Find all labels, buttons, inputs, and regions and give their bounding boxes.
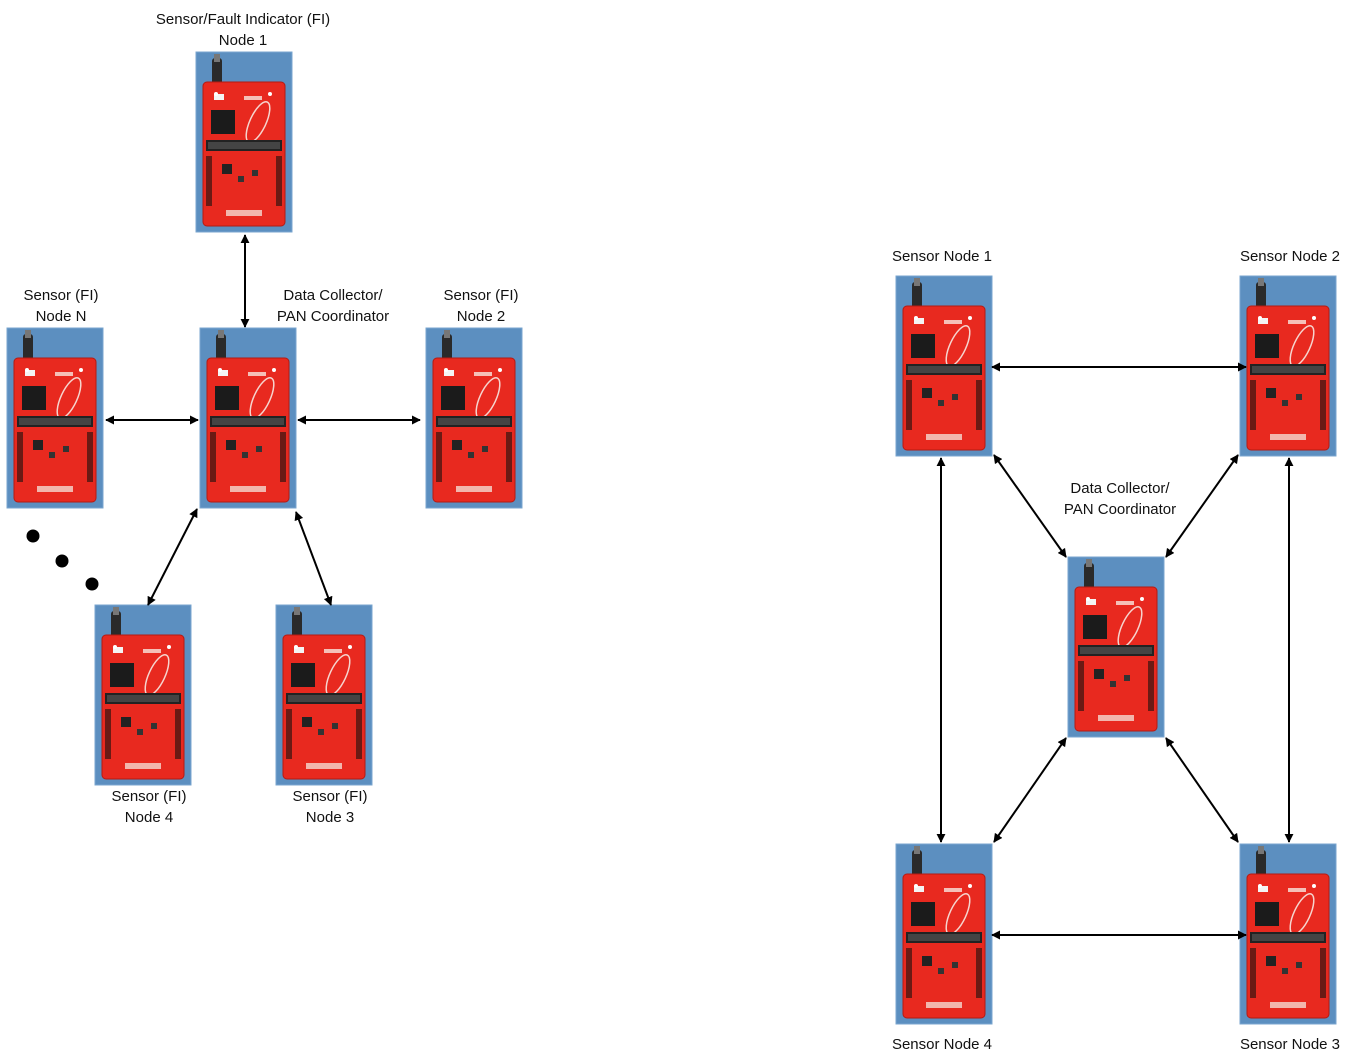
label-mesh-node-4: Sensor Node 4 bbox=[892, 1034, 992, 1055]
label-star-node-1: Sensor/Fault Indicator (FI) Node 1 bbox=[156, 9, 330, 51]
board-mesh-coordinator bbox=[1067, 556, 1165, 738]
label-line: Node N bbox=[35, 308, 87, 325]
board-star-node-4 bbox=[94, 604, 192, 786]
label-line: Node 1 bbox=[218, 32, 268, 49]
board-mesh-node-4 bbox=[895, 843, 993, 1025]
label-line: Sensor (FI) bbox=[292, 788, 368, 805]
board-star-node-2 bbox=[425, 327, 523, 509]
link-mesh-node1-coordinator bbox=[993, 454, 1067, 558]
label-line: Sensor (FI) bbox=[23, 287, 99, 304]
label-line: Node 2 bbox=[456, 308, 506, 325]
board-star-node-1 bbox=[195, 51, 293, 233]
link-star-coordinator-node3 bbox=[294, 511, 333, 606]
board-star-node-n bbox=[6, 327, 104, 509]
label-star-node-3: Sensor (FI) Node 3 bbox=[292, 786, 367, 828]
label-mesh-node-2: Sensor Node 2 bbox=[1240, 246, 1340, 267]
label-line: Node 3 bbox=[305, 809, 355, 826]
ellipsis-dots bbox=[26, 529, 99, 591]
label-mesh-coordinator: Data Collector/ PAN Coordinator bbox=[1064, 478, 1176, 520]
board-mesh-node-3 bbox=[1239, 843, 1337, 1025]
label-star-node-4: Sensor (FI) Node 4 bbox=[111, 786, 186, 828]
board-star-node-3 bbox=[275, 604, 373, 786]
board-mesh-node-2 bbox=[1239, 275, 1337, 457]
label-mesh-node-3: Sensor Node 3 bbox=[1240, 1034, 1340, 1055]
label-star-coordinator: Data Collector/ PAN Coordinator bbox=[277, 285, 389, 327]
label-line: Sensor Node 4 bbox=[891, 1036, 993, 1053]
label-star-node-n: Sensor (FI) Node N bbox=[23, 285, 98, 327]
label-line: PAN Coordinator bbox=[276, 308, 390, 325]
label-line: Node 4 bbox=[124, 809, 174, 826]
label-line: Sensor (FI) bbox=[111, 788, 187, 805]
label-line: Sensor Node 3 bbox=[1239, 1036, 1341, 1053]
label-star-node-2: Sensor (FI) Node 2 bbox=[443, 285, 518, 327]
label-line: Data Collector/ bbox=[283, 287, 383, 304]
label-line: Data Collector/ bbox=[1070, 480, 1170, 497]
link-mesh-node2-coordinator bbox=[1165, 454, 1239, 558]
board-mesh-node-1 bbox=[895, 275, 993, 457]
label-mesh-node-1: Sensor Node 1 bbox=[892, 246, 992, 267]
label-line: Sensor Node 2 bbox=[1239, 248, 1341, 265]
link-star-coordinator-node4 bbox=[147, 508, 198, 606]
link-mesh-coordinator-node4 bbox=[993, 737, 1067, 843]
label-line: Sensor (FI) bbox=[443, 287, 519, 304]
label-line: PAN Coordinator bbox=[1063, 501, 1177, 518]
link-mesh-coordinator-node3 bbox=[1165, 737, 1239, 843]
label-line: Sensor Node 1 bbox=[891, 248, 993, 265]
label-line: Sensor/Fault Indicator (FI) bbox=[155, 11, 331, 28]
board-star-coordinator bbox=[199, 327, 297, 509]
